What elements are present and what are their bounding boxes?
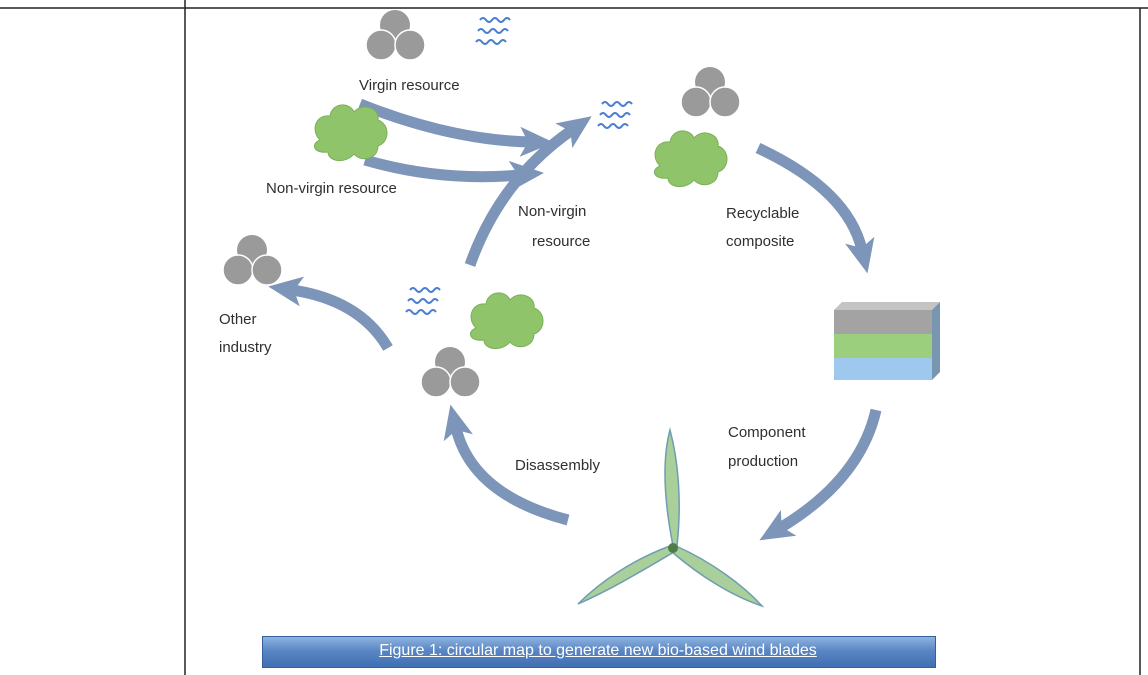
- fiber-icon: [475, 17, 511, 45]
- sphere-cluster-icon: [365, 9, 426, 61]
- arrow-disassembly: [443, 404, 570, 526]
- arrow-component-production: [759, 408, 882, 541]
- label-disassembly: Disassembly: [515, 457, 601, 474]
- label-recyclable-line2: composite: [726, 233, 794, 250]
- fiber-icon: [597, 101, 633, 129]
- figure-caption: Figure 1: circular map to generate new b…: [379, 642, 817, 659]
- sphere-cluster-icon: [420, 346, 481, 398]
- label-non-virgin-resource-center-line1: Non-virgin: [518, 203, 586, 220]
- fiber-icon: [405, 287, 441, 315]
- label-non-virgin-resource-left: Non-virgin resource: [266, 180, 397, 197]
- sphere-cluster-icon: [680, 66, 741, 118]
- green-cloud-icon: [653, 130, 728, 188]
- arrow-virgin-to-composite: [357, 98, 554, 157]
- label-non-virgin-resource-center-line2: resource: [532, 233, 590, 250]
- label-other-line2: industry: [219, 339, 272, 356]
- caption-banner: [262, 636, 936, 668]
- sphere-cluster-icon: [222, 234, 283, 286]
- green-cloud-icon: [469, 292, 544, 350]
- label-component-line2: production: [728, 453, 798, 470]
- label-recyclable-line1: Recyclable: [726, 205, 799, 222]
- arrow-nonvirgin-to-composite: [363, 154, 544, 191]
- label-other-line1: Other: [219, 311, 257, 328]
- label-virgin-resource: Virgin resource: [359, 77, 460, 94]
- arrow-other-industry: [268, 276, 393, 351]
- wind-turbine-icon: [577, 427, 765, 608]
- composite-layers-icon: [834, 302, 940, 380]
- arrow-loop-to-composite: [464, 116, 592, 267]
- label-component-line1: Component: [728, 424, 806, 441]
- arrow-recyclable-composite: [755, 143, 875, 274]
- green-cloud-icon: [313, 104, 388, 162]
